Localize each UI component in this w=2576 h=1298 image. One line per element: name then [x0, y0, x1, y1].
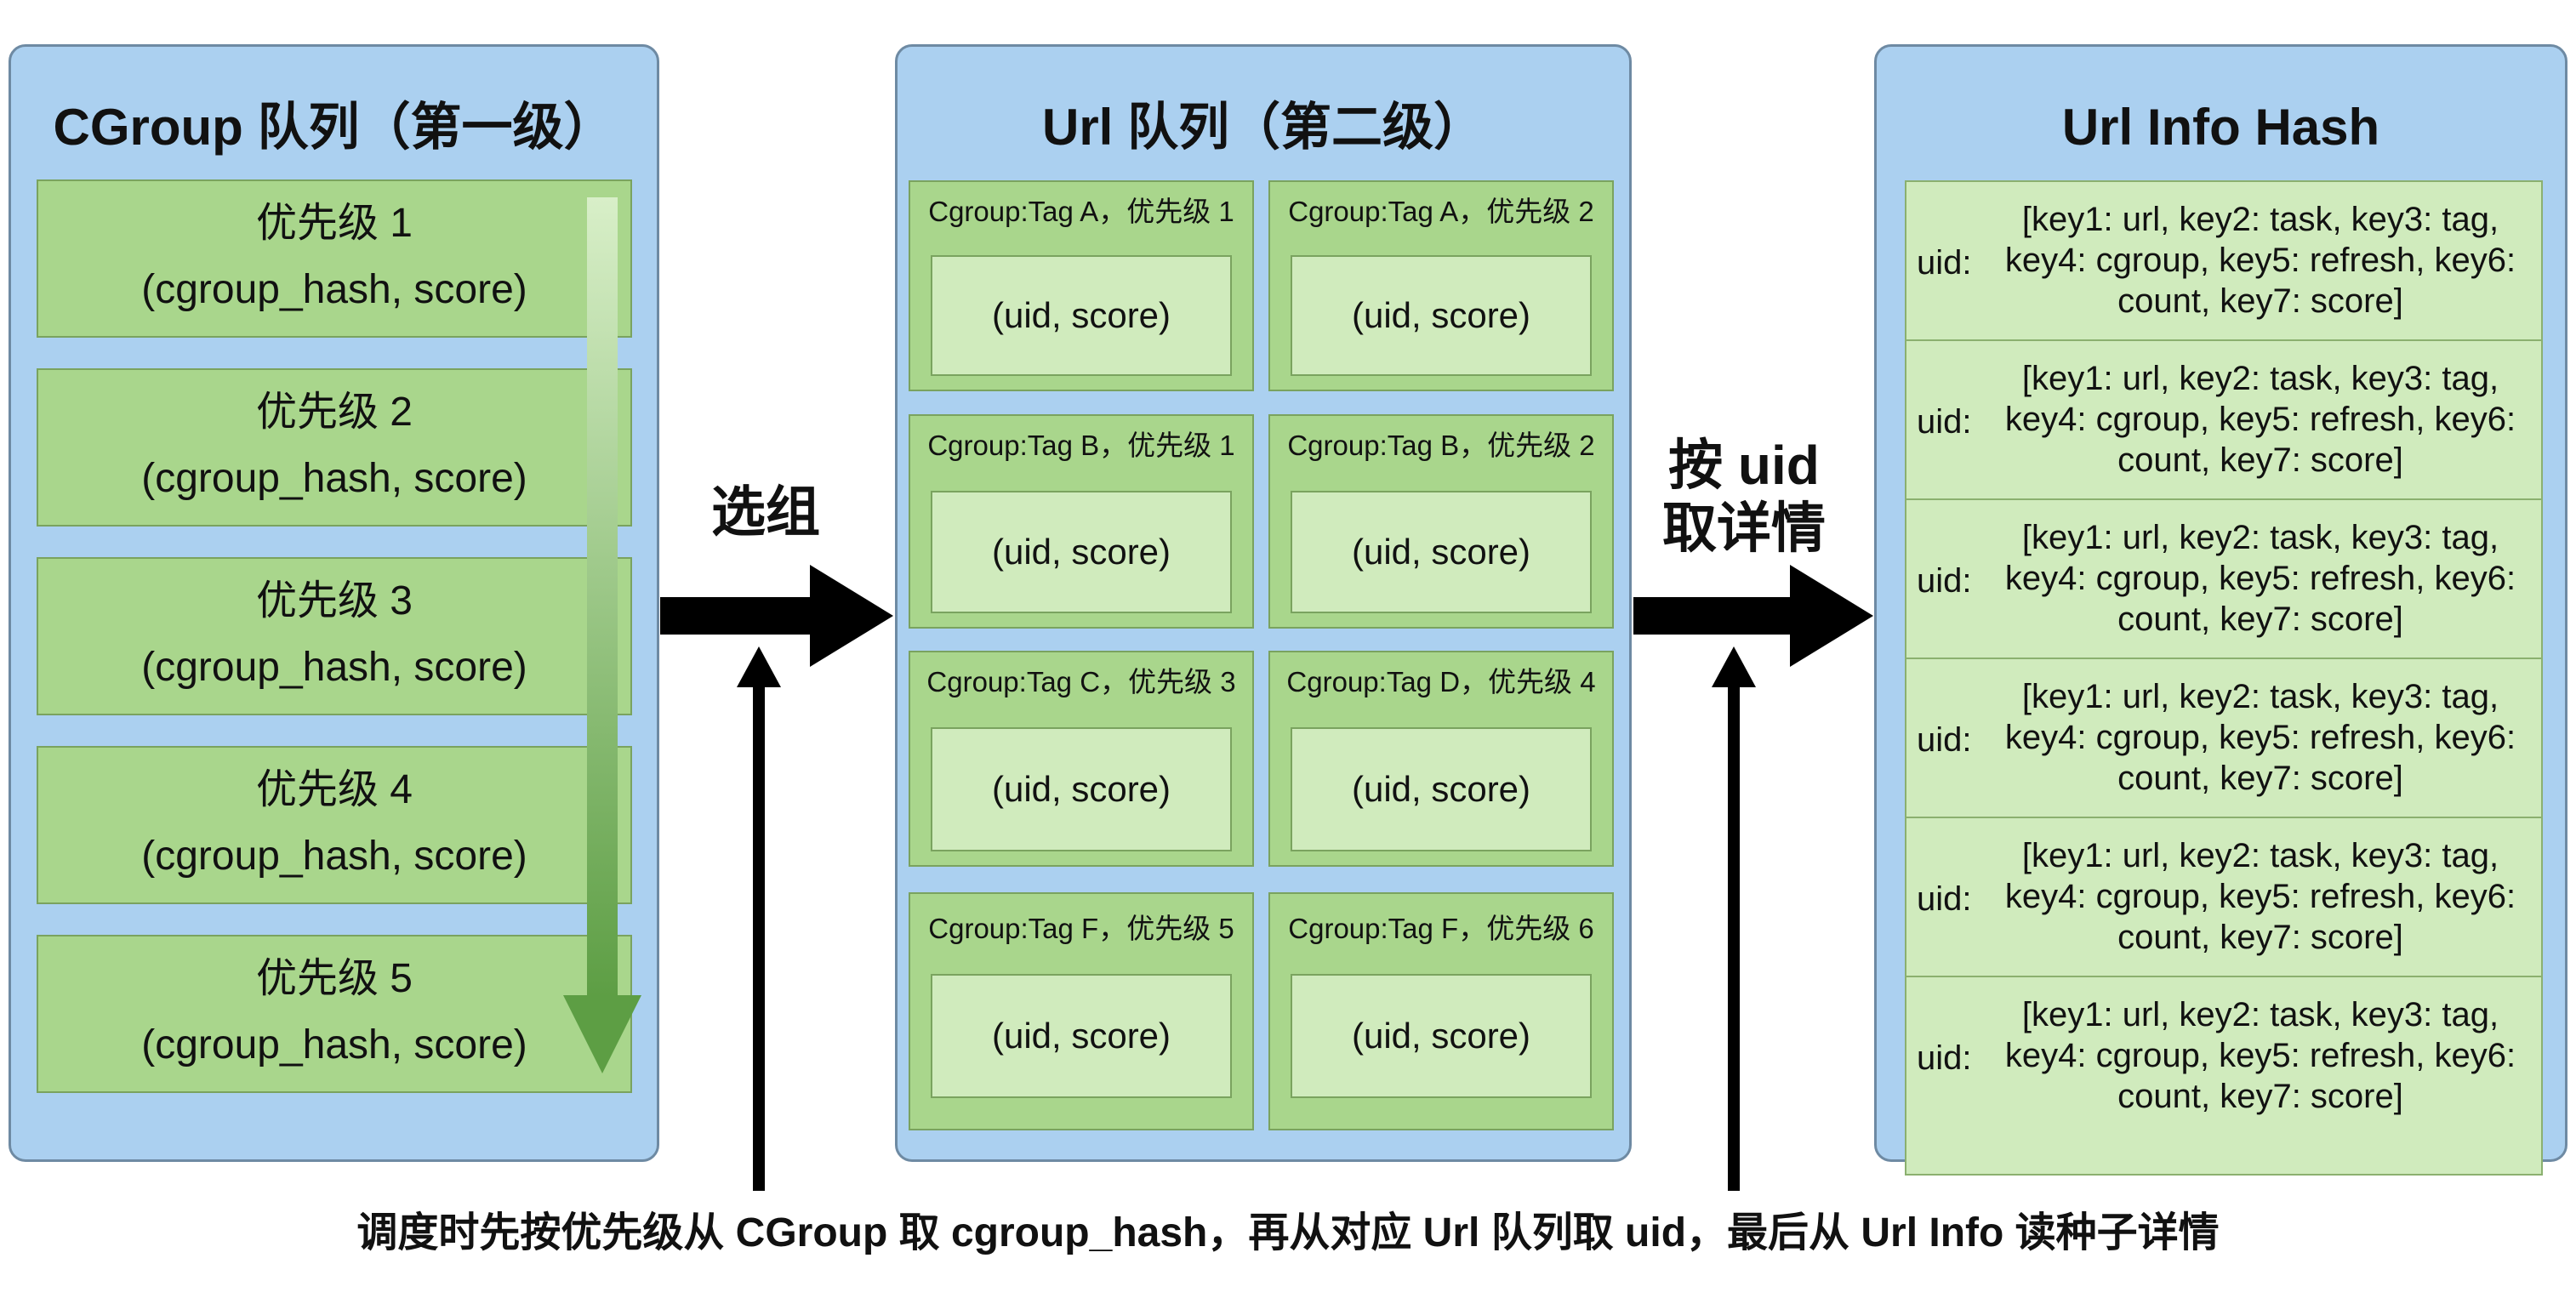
- cgroup-tag-label: Cgroup:Tag F，优先级 6: [1288, 913, 1594, 944]
- cgroup-tag-label: Cgroup:Tag A，优先级 2: [1288, 196, 1594, 227]
- hash-entry-row: uid: [key1: url, key2: task, key3: tag, …: [1906, 659, 2541, 818]
- hash-entry-row: uid: [key1: url, key2: task, key3: tag, …: [1906, 341, 2541, 500]
- cgroup-tag-label: Cgroup:Tag C，优先级 3: [926, 666, 1236, 697]
- hash-entry-list: uid: [key1: url, key2: task, key3: tag, …: [1905, 180, 2543, 1176]
- cgroup-queue-title: CGroup 队列（第一级）: [53, 99, 615, 156]
- cgroup-priority-item: 优先级 4 (cgroup_hash, score): [37, 746, 632, 904]
- url-queue-cell: Cgroup:Tag B，优先级 2 (uid, score): [1268, 414, 1614, 629]
- fields-line: key4: cgroup, key5: refresh, key6:: [2004, 401, 2516, 438]
- cgroup-queue-panel: CGroup 队列（第一级） 优先级 1 (cgroup_hash, score…: [9, 44, 659, 1162]
- hash-entry-row: uid: [key1: url, key2: task, key3: tag, …: [1906, 818, 2541, 977]
- hash-entry-fields: [key1: url, key2: task, key3: tag, key4:…: [1992, 835, 2529, 958]
- fetch-detail-arrow: [1633, 565, 1873, 667]
- caption-up-arrow-right: [1712, 646, 1756, 1191]
- uid-score-box: (uid, score): [1291, 727, 1592, 851]
- priority-label: 优先级 2: [255, 390, 413, 435]
- fields-line: [key1: url, key2: task, key3: tag,: [2021, 519, 2499, 556]
- uid-label: uid:: [1917, 244, 1972, 282]
- uid-score-box: (uid, score): [931, 255, 1232, 376]
- diagram-caption: 调度时先按优先级从 CGroup 取 cgroup_hash，再从对应 Url …: [356, 1210, 2220, 1255]
- hash-entry-row: uid: [key1: url, key2: task, key3: tag, …: [1906, 182, 2541, 341]
- fields-line: count, key7: score]: [2117, 760, 2403, 797]
- fields-line: [key1: url, key2: task, key3: tag,: [2021, 996, 2499, 1033]
- hash-entry-fields: [key1: url, key2: task, key3: tag, key4:…: [1992, 994, 2529, 1117]
- url-queue-cell: Cgroup:Tag D，优先级 4 (uid, score): [1268, 651, 1614, 867]
- hash-entry-fields: [key1: url, key2: task, key3: tag, key4:…: [1992, 199, 2529, 322]
- fields-line: key4: cgroup, key5: refresh, key6:: [2004, 719, 2516, 756]
- fetch-detail-line: 按 uid: [1668, 435, 1820, 496]
- uid-label: uid:: [1917, 880, 1972, 918]
- hash-entry-fields: [key1: url, key2: task, key3: tag, key4:…: [1992, 676, 2529, 799]
- url-queue-cell: Cgroup:Tag C，优先级 3 (uid, score): [909, 651, 1254, 867]
- uid-score-box: (uid, score): [1291, 255, 1592, 376]
- hash-entry-row: uid: [key1: url, key2: task, key3: tag, …: [1906, 500, 2541, 659]
- fields-line: count, key7: score]: [2117, 601, 2403, 638]
- cgroup-priority-item: 优先级 5 (cgroup_hash, score): [37, 935, 632, 1093]
- fields-line: key4: cgroup, key5: refresh, key6:: [2004, 242, 2516, 279]
- uid-score-box: (uid, score): [1291, 974, 1592, 1098]
- uid-score-box: (uid, score): [931, 491, 1232, 613]
- cgroup-priority-item: 优先级 1 (cgroup_hash, score): [37, 179, 632, 338]
- cgroup-hash-score: (cgroup_hash, score): [141, 834, 527, 879]
- select-group-label: 选组: [711, 481, 820, 543]
- url-queue-panel: Url 队列（第二级） Cgroup:Tag A，优先级 1 (uid, sco…: [895, 44, 1632, 1162]
- cgroup-hash-score: (cgroup_hash, score): [141, 267, 527, 312]
- url-queue-cell: Cgroup:Tag A，优先级 2 (uid, score): [1268, 180, 1614, 391]
- fields-line: [key1: url, key2: task, key3: tag,: [2021, 201, 2499, 238]
- url-queue-cell: Cgroup:Tag F，优先级 6 (uid, score): [1268, 892, 1614, 1130]
- uid-score-box: (uid, score): [931, 727, 1232, 851]
- cgroup-priority-item: 优先级 2 (cgroup_hash, score): [37, 368, 632, 527]
- hash-entry-row: uid: [key1: url, key2: task, key3: tag, …: [1906, 977, 2541, 1136]
- select-group-arrow: [660, 565, 893, 667]
- caption-up-arrow-left: [737, 646, 781, 1191]
- fields-line: key4: cgroup, key5: refresh, key6:: [2004, 560, 2516, 597]
- url-queue-cell: Cgroup:Tag A，优先级 1 (uid, score): [909, 180, 1254, 391]
- priority-label: 优先级 4: [255, 767, 413, 812]
- uid-score-box: (uid, score): [931, 974, 1232, 1098]
- uid-score-box: (uid, score): [1291, 491, 1592, 613]
- cgroup-tag-label: Cgroup:Tag A，优先级 1: [928, 196, 1234, 227]
- fetch-detail-label: 按 uid 取详情: [1642, 434, 1846, 560]
- url-info-hash-title: Url Info Hash: [2061, 99, 2380, 156]
- uid-label: uid:: [1917, 562, 1972, 600]
- url-queue-cell: Cgroup:Tag F，优先级 5 (uid, score): [909, 892, 1254, 1130]
- cgroup-tag-label: Cgroup:Tag B，优先级 2: [1287, 430, 1595, 461]
- url-queue-title: Url 队列（第二级）: [1041, 99, 1485, 156]
- url-queue-cell: Cgroup:Tag B，优先级 1 (uid, score): [909, 414, 1254, 629]
- fields-line: count, key7: score]: [2117, 919, 2403, 956]
- fetch-detail-line: 取详情: [1662, 498, 1826, 559]
- uid-label: uid:: [1917, 403, 1972, 441]
- priority-label: 优先级 1: [255, 201, 413, 246]
- priority-label: 优先级 5: [255, 956, 413, 1001]
- cgroup-priority-item: 优先级 3 (cgroup_hash, score): [37, 557, 632, 715]
- uid-label: uid:: [1917, 1039, 1972, 1077]
- hash-entry-fields: [key1: url, key2: task, key3: tag, key4:…: [1992, 358, 2529, 481]
- cgroup-hash-score: (cgroup_hash, score): [141, 645, 527, 690]
- fields-line: [key1: url, key2: task, key3: tag,: [2021, 678, 2499, 715]
- url-info-hash-panel: Url Info Hash uid: [key1: url, key2: tas…: [1874, 44, 2567, 1176]
- fields-line: [key1: url, key2: task, key3: tag,: [2021, 837, 2499, 874]
- cgroup-hash-score: (cgroup_hash, score): [141, 1022, 527, 1067]
- fields-line: count, key7: score]: [2117, 441, 2403, 479]
- fields-line: count, key7: score]: [2117, 1078, 2403, 1115]
- hash-entry-fields: [key1: url, key2: task, key3: tag, key4:…: [1992, 517, 2529, 640]
- cgroup-tag-label: Cgroup:Tag D，优先级 4: [1286, 666, 1596, 697]
- cgroup-tag-label: Cgroup:Tag B，优先级 1: [927, 430, 1235, 461]
- fields-line: key4: cgroup, key5: refresh, key6:: [2004, 878, 2516, 915]
- uid-label: uid:: [1917, 721, 1972, 759]
- fields-line: count, key7: score]: [2117, 282, 2403, 320]
- fields-line: key4: cgroup, key5: refresh, key6:: [2004, 1037, 2516, 1074]
- cgroup-tag-label: Cgroup:Tag F，优先级 5: [928, 913, 1234, 944]
- fields-line: [key1: url, key2: task, key3: tag,: [2021, 360, 2499, 397]
- cgroup-hash-score: (cgroup_hash, score): [141, 456, 527, 501]
- priority-label: 优先级 3: [255, 578, 413, 623]
